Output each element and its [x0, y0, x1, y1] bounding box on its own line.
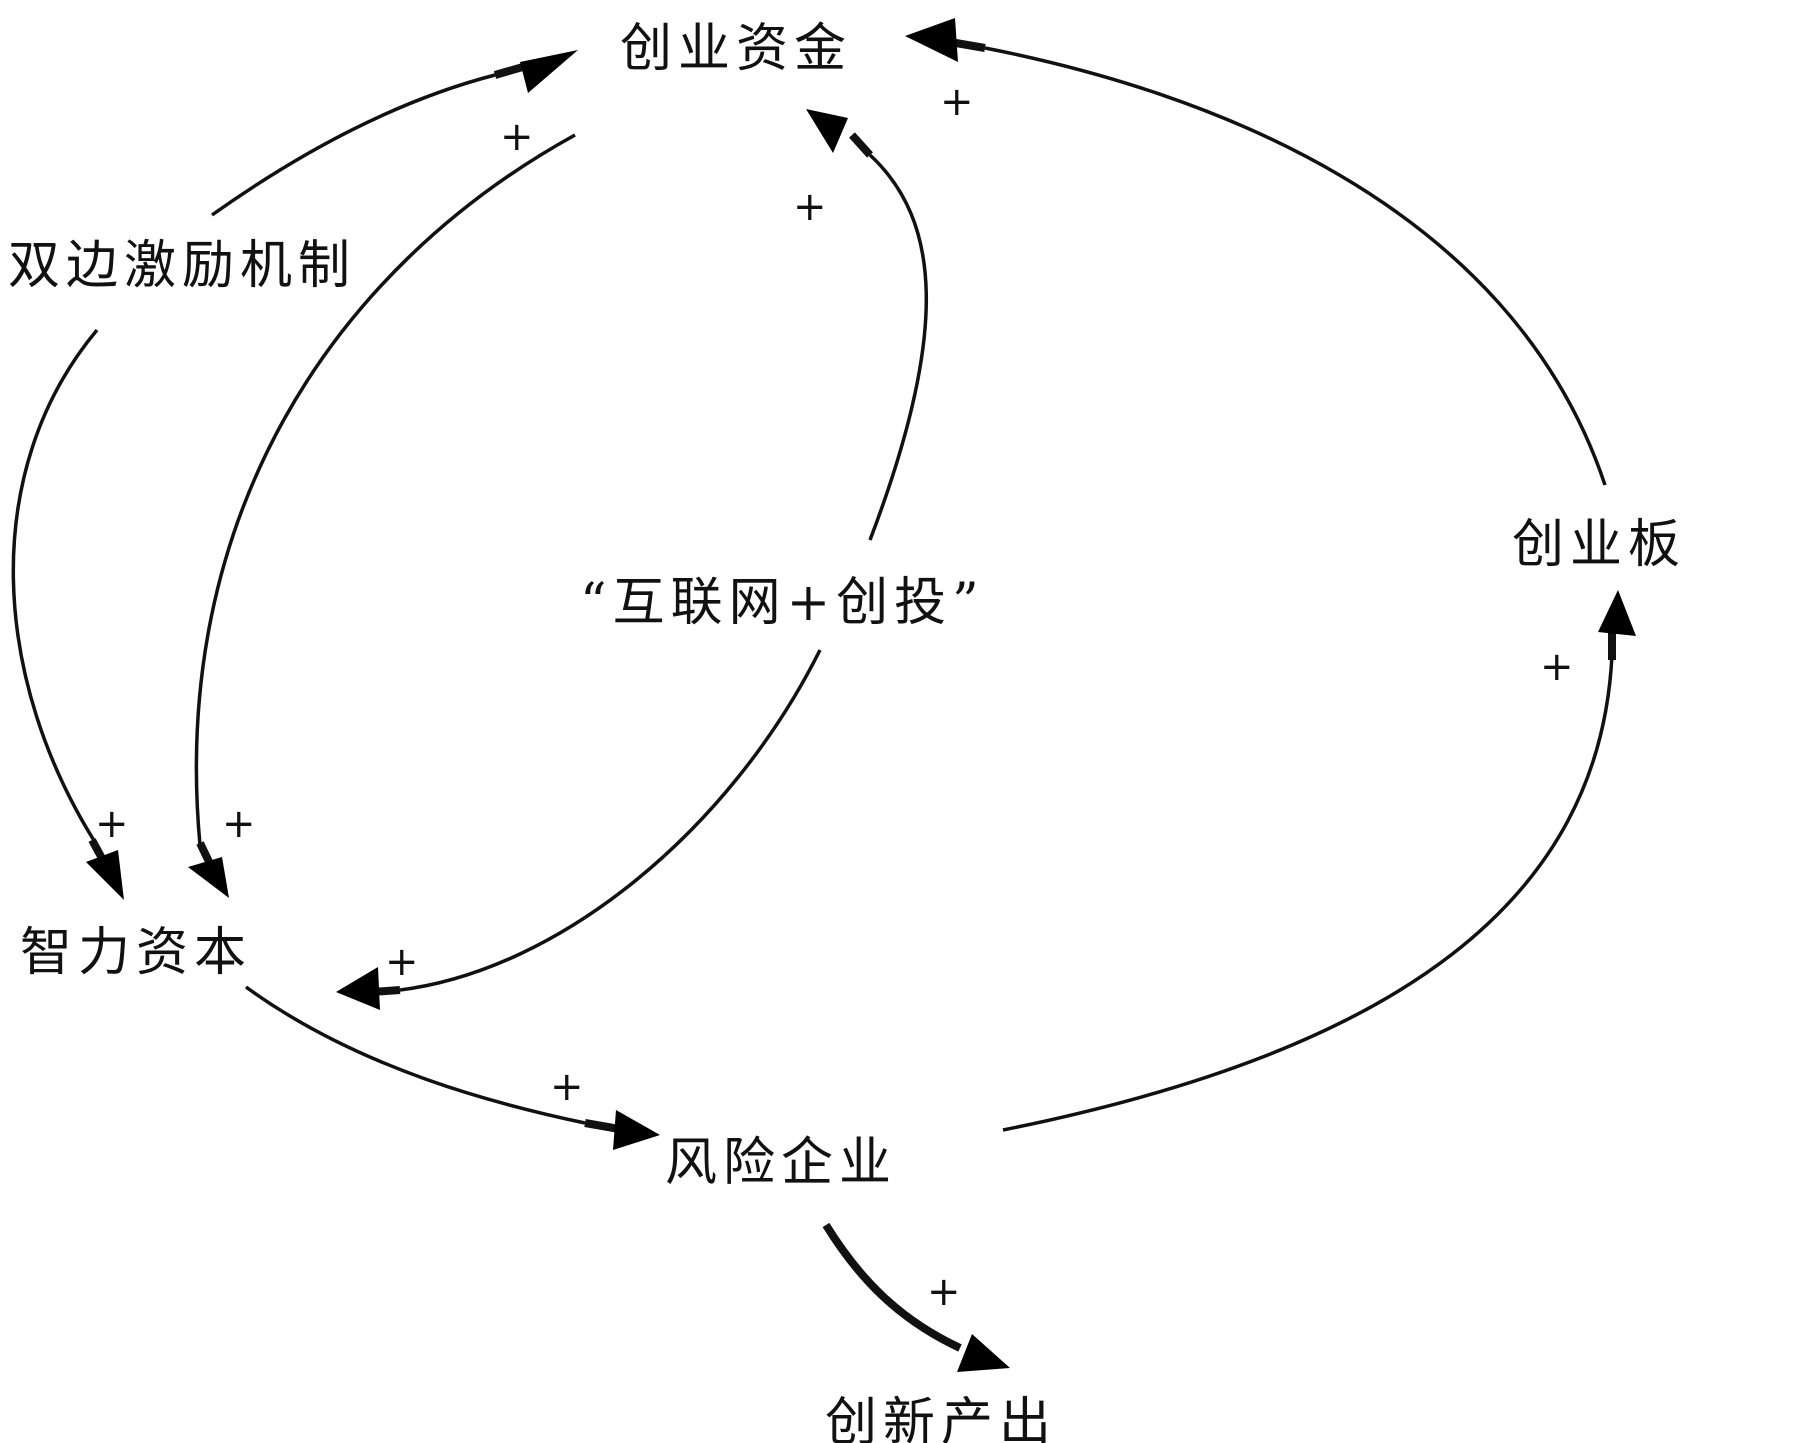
link-dual-incentive-to-intellectual-capital: +	[11, 328, 129, 900]
node-intellectual-capital: 智力资本	[20, 923, 252, 983]
link-internet-vc-to-intellectual-capital: +	[336, 649, 822, 1010]
link-venture-firms-to-innovation-output: +	[822, 1222, 1010, 1372]
arrowhead	[188, 857, 229, 898]
arrowhead	[905, 18, 958, 62]
link-dual-incentive-to-startup-funds: +	[210, 50, 578, 217]
arrowhead	[520, 50, 578, 93]
link-polarity: +	[95, 801, 129, 847]
link-intellectual-capital-to-venture-firms: +	[244, 985, 660, 1150]
link-polarity: +	[940, 79, 974, 125]
link-polarity: +	[222, 801, 256, 847]
arrowhead	[957, 1334, 1010, 1372]
arrowhead	[1598, 590, 1636, 636]
arrowhead	[86, 850, 124, 900]
link-startup-funds-to-intellectual-capital: +	[188, 133, 576, 898]
arrowhead	[613, 1110, 660, 1150]
link-polarity: +	[550, 1064, 584, 1110]
node-venture-firms: 风险企业	[665, 1133, 897, 1193]
arrowhead	[336, 967, 380, 1010]
link-polarity: +	[927, 1269, 961, 1315]
node-growth-board: 创业板	[1512, 515, 1686, 575]
arrowhead	[806, 109, 848, 153]
link-polarity: +	[385, 939, 419, 985]
link-internet-vc-to-startup-funds: +	[793, 109, 929, 541]
link-venture-firms-to-growth-board: +	[1002, 590, 1636, 1132]
node-dual-incentive: 双边激励机制	[8, 236, 356, 296]
link-polarity: +	[1540, 644, 1574, 690]
node-internet-vc: “互联网+创投”	[580, 573, 985, 633]
link-growth-board-to-startup-funds: +	[905, 18, 1607, 486]
node-innovation-output: 创新产出	[825, 1393, 1057, 1443]
node-startup-funds: 创业资金	[620, 19, 852, 79]
link-polarity: +	[500, 114, 534, 160]
link-polarity: +	[793, 184, 827, 230]
